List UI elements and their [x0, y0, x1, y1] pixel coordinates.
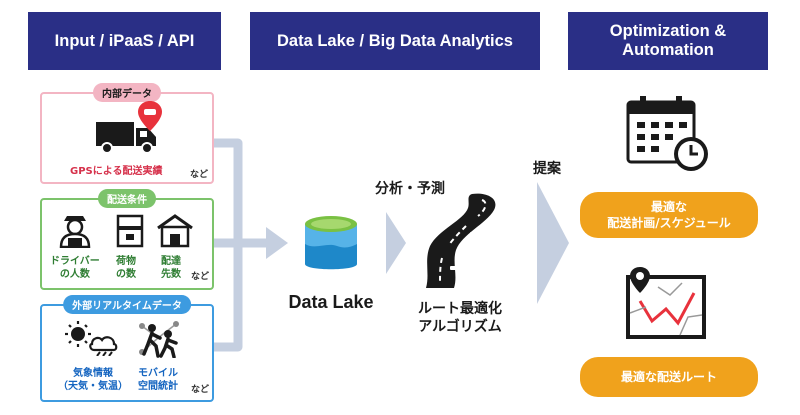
analysis-label: 分析・予測 [375, 181, 445, 197]
condition-label-destinations: 配達 先数 [161, 256, 181, 280]
route-output-pill: 最適な配送ルート [580, 357, 758, 397]
conditions-tag: 配送条件 [98, 189, 156, 208]
road-icon [426, 193, 496, 288]
header-datalake: Data Lake / Big Data Analytics [250, 12, 540, 70]
internal-data-tag: 内部データ [93, 83, 161, 102]
datalake-label: Data Lake [288, 292, 374, 312]
weather-icon [65, 321, 118, 356]
header-optimization: Optimization & Automation [568, 12, 768, 70]
schedule-output-pill: 最適な 配送計画/スケジュール [580, 192, 758, 238]
condition-label-packages: 荷物 の数 [116, 256, 136, 280]
schedule-output-label: 最適な 配送計画/スケジュール [607, 199, 731, 230]
internal-caption: GPSによる配送実績 [70, 166, 163, 177]
truck-icon [96, 122, 156, 154]
external-label-mobile: モバイル 空間統計 [138, 368, 178, 392]
header-input-label: Input / iPaaS / API [54, 31, 195, 50]
datalake-cylinder-icon [305, 216, 357, 270]
external-data-box: 外部リアルタイムデータ 気象情報 （天気・気温） モバイル 空間統計 など [40, 295, 214, 402]
internal-etc: など [190, 170, 209, 180]
propose-label: 提案 [533, 161, 561, 177]
external-data-tag: 外部リアルタイムデータ [63, 295, 191, 314]
external-label-weather: 気象情報 （天気・気温） [58, 368, 128, 392]
route-output-label: 最適な配送ルート [620, 369, 717, 384]
people-network-icon [139, 321, 179, 358]
header-input: Input / iPaaS / API [28, 12, 221, 70]
condition-label-drivers: ドライバー の人数 [50, 256, 100, 280]
route-map-icon [626, 267, 706, 339]
calendar-clock-icon [626, 96, 708, 171]
house-icon [157, 214, 193, 248]
header-optimization-label: Optimization & Automation [609, 22, 727, 59]
header-datalake-label: Data Lake / Big Data Analytics [277, 31, 513, 50]
internal-data-box: 内部データ GPSによる配送実績 など [40, 83, 214, 184]
external-etc: など [191, 385, 210, 395]
algorithm-label: ルート最適化 アルゴリズム [418, 301, 502, 336]
driver-icon [59, 216, 91, 248]
conditions-box: 配送条件 ドライバー の人数 荷物 の数 配達 先数 など [40, 189, 214, 290]
map-pin-icon [138, 101, 162, 131]
package-icon [116, 214, 144, 248]
conditions-etc: など [191, 272, 210, 282]
